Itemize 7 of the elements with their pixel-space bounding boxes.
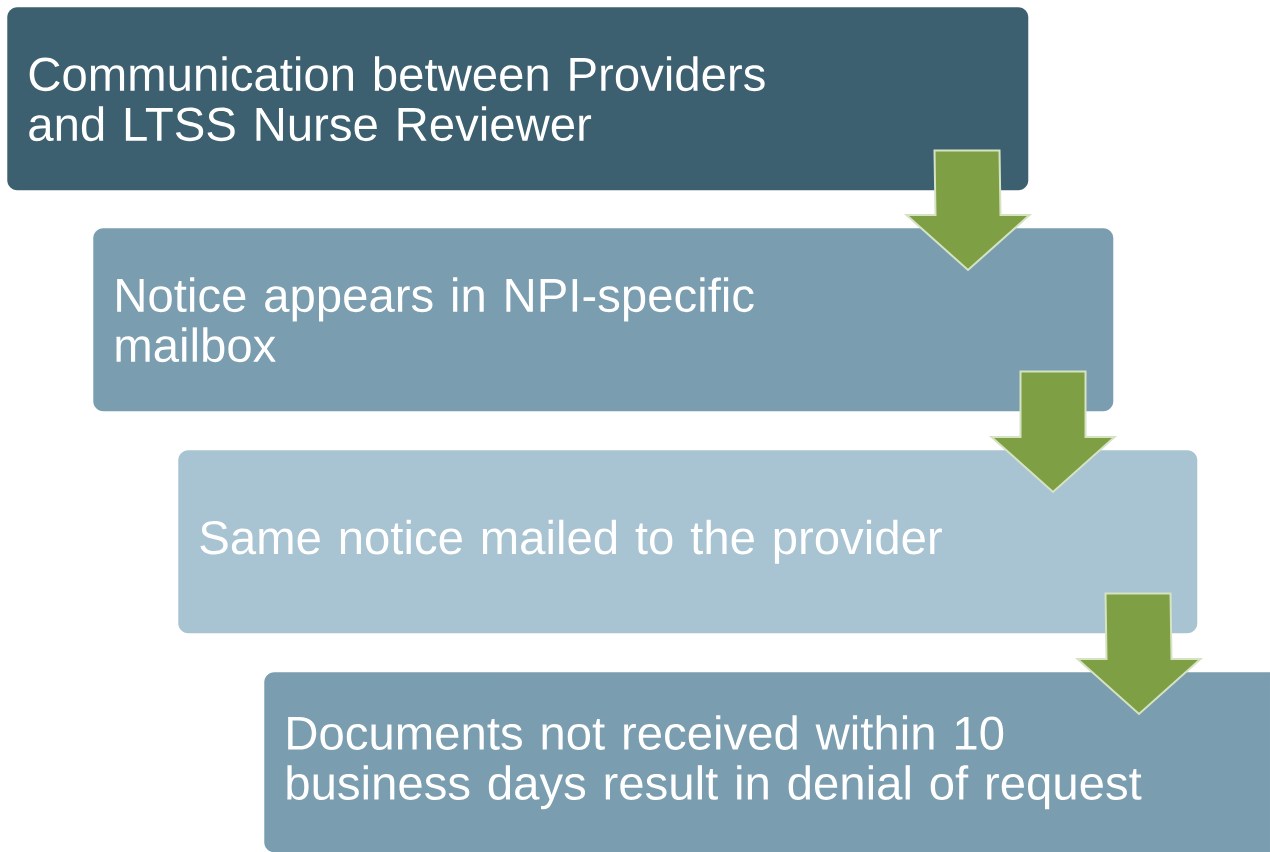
down-arrow xyxy=(988,370,1118,494)
process-box: Communication between Providers and LTSS Nurse Reviewer xyxy=(7,7,1029,191)
process-box: Notice appears in NPI-specific mailbox xyxy=(93,228,1114,412)
process-box: Documents not received within 10 business days result in denial of request xyxy=(264,672,1270,852)
down-arrow xyxy=(1074,592,1204,716)
process-box: Same notice mailed to the provider xyxy=(178,450,1198,634)
down-arrow xyxy=(903,149,1033,272)
